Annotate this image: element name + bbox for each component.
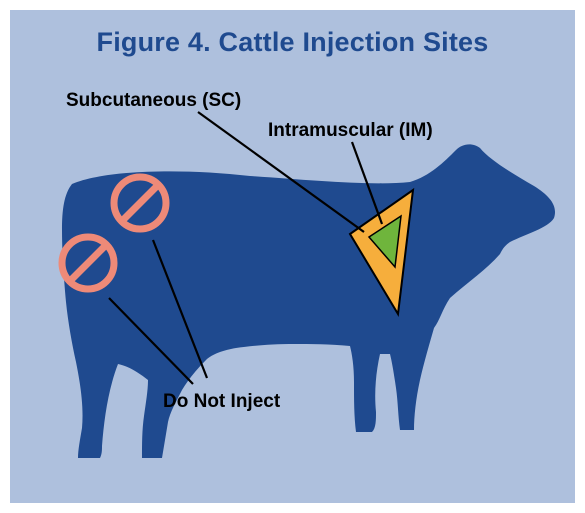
- cattle-diagram: [10, 10, 575, 503]
- figure-panel: Figure 4. Cattle Injection Sites Subcuta…: [10, 10, 575, 503]
- figure-title: Figure 4. Cattle Injection Sites: [10, 27, 575, 58]
- intramuscular-label: Intramuscular (IM): [268, 120, 433, 142]
- subcutaneous-label: Subcutaneous (SC): [66, 90, 241, 112]
- do-not-inject-label: Do Not Inject: [163, 391, 280, 413]
